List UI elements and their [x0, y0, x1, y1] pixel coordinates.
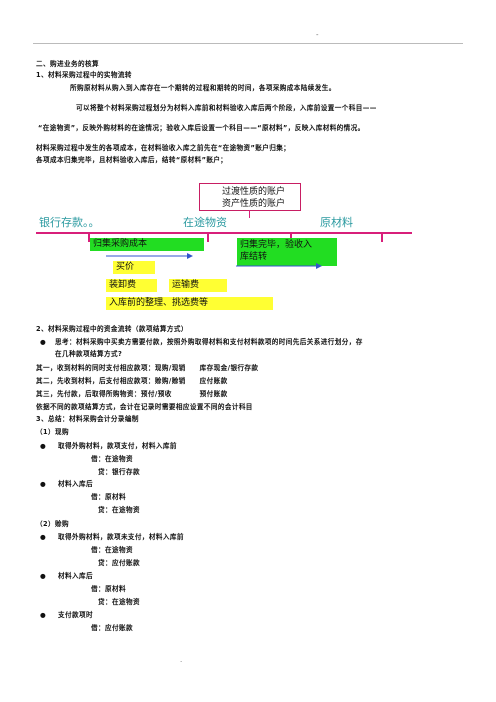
- transfer-box: 归集完毕，验收入 库结转: [237, 238, 337, 266]
- entry-4-title: 材料入库后: [58, 572, 93, 580]
- heading-cash-purchase: （1）现购: [36, 428, 69, 436]
- account-nature-callout: 过渡性质的账户 资产性质的账户: [199, 183, 301, 211]
- arrow-transfer-head: [316, 263, 322, 269]
- arrow-collect-head: [187, 253, 193, 259]
- case-1: 其一，收到材料的同时支付相应款项：现购/现销 库存现金/银行存款: [36, 364, 259, 372]
- subsection-2-title: 2、材料采购过程中的资金流转（款项结算方式）: [36, 325, 188, 333]
- callout-pointer: [249, 210, 250, 218]
- header-mark: -: [316, 31, 319, 39]
- sorting-fee-box: 入库前的整理、挑选费等: [106, 297, 273, 310]
- paragraph-4: 各项成本归集完毕，且材料验收入库后，结转“原材料”账户；: [36, 156, 228, 164]
- entry-2-debit: 借：原材料: [91, 493, 126, 501]
- bullet-dot: ●: [40, 442, 47, 450]
- entry-5-debit: 借：应付账款: [91, 624, 133, 632]
- transfer-line-1: 归集完毕，验收入: [240, 240, 313, 250]
- paragraph-1: 所购原材料从购入到入库存在一个期转的过程和期转的时间，各项采购成本陆续发生。: [70, 84, 336, 92]
- handling-fee-box: 装卸费: [106, 279, 157, 292]
- entry-2-title: 材料入库后: [58, 480, 93, 488]
- case-2: 其二，先收到材料，后支付相应款项：赊购/赊销 应付账款: [36, 377, 228, 385]
- entry-2-credit: 贷：在途物资: [98, 506, 140, 514]
- header-rule: [33, 43, 463, 44]
- bullet-dot: ●: [40, 572, 47, 580]
- case-3: 其三，先付款，后取得所购物资：预付/预收 预付账款: [36, 390, 228, 398]
- entry-1-debit: 借：在途物资: [91, 455, 133, 463]
- think-line-2: 在几种款项结算方式?: [55, 350, 123, 358]
- t-account-bar: [36, 232, 412, 234]
- transfer-line-2: 库结转: [240, 252, 268, 262]
- entry-3-title: 取得外购材料，款项未支付，材料入库前: [58, 533, 184, 541]
- subsection-3-title: 3、总结：材料采购会计分录编制: [36, 415, 139, 423]
- entry-1-credit: 贷：银行存款: [98, 468, 140, 476]
- collect-cost-box: 归集采购成本: [90, 238, 204, 251]
- account-raw-materials: 原材料: [320, 216, 353, 229]
- account-bank-deposit: 银行存款。。: [39, 216, 100, 229]
- entry-5-title: 支付款项时: [58, 611, 93, 619]
- t-account-divider-4: [381, 232, 383, 242]
- heading-credit-purchase: （2）赊购: [36, 520, 69, 528]
- bullet-dot: ●: [40, 611, 47, 619]
- section-title: 二、购进业务的核算: [36, 60, 99, 68]
- entry-1-title: 取得外购材料，款项支付，材料入库前: [58, 442, 177, 450]
- case-summary: 依据不同的款项结算方式，会计在记录时需要相应设置不同的会计科目: [36, 403, 253, 411]
- entry-3-debit: 借：在途物资: [91, 546, 133, 554]
- t-account-divider-1: [88, 232, 90, 242]
- account-goods-in-transit: 在途物资: [183, 216, 227, 229]
- callout-line-1: 过渡性质的账户: [222, 187, 286, 197]
- paragraph-2a: 可以将整个材料采购过程划分为材料入库前和材料验收入库后两个阶段，入库前设置一个科…: [76, 104, 377, 112]
- subsection-1-title: 1、材料采购过程中的实物流转: [36, 71, 132, 79]
- freight-fee-box: 运输费: [169, 279, 227, 292]
- paragraph-3: 材料采购过程中发生的各项成本，在材料验收入库之前先在“在途物资”账户归集；: [36, 144, 291, 152]
- bullet-dot: ●: [40, 338, 47, 346]
- entry-4-debit: 借：原材料: [91, 585, 126, 593]
- t-account-divider-3: [290, 232, 292, 242]
- paragraph-2b: “在途物资”，反映外购材料的在途情况；验收入库后设置一个科目——“原材料”，反映…: [38, 124, 365, 132]
- entry-3-credit: 贷：应付账款: [98, 559, 140, 567]
- entry-4-credit: 贷：在途物资: [98, 598, 140, 606]
- t-account-divider-2: [207, 232, 209, 242]
- callout-line-2: 资产性质的账户: [222, 199, 286, 209]
- bullet-dot: ●: [40, 533, 47, 541]
- think-line-1: 思考：材料采购中买卖方需要付款，按照外购取得材料和支付材料款项的时间先后关系进行…: [55, 338, 363, 346]
- footer-mark: .: [180, 656, 183, 664]
- bullet-dot: ●: [40, 480, 47, 488]
- purchase-price-box: 买价: [113, 261, 155, 274]
